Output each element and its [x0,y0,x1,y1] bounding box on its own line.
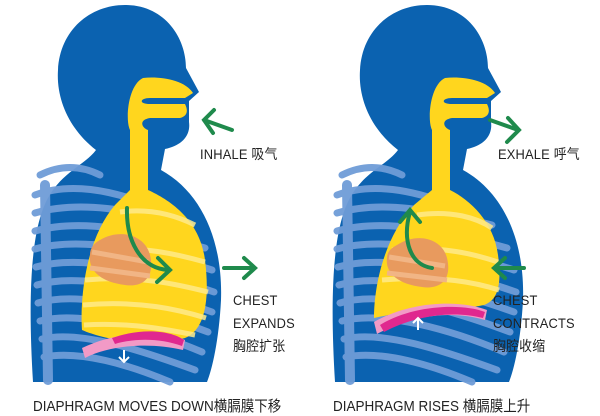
chest-contracts-label: CHEST CONTRACTS 胸腔收缩 [493,289,575,358]
chest-label-line: 胸腔扩张 [233,338,286,354]
diaphragm [380,306,485,332]
exhale-figure [333,5,524,382]
contract-arrow-icon [491,256,526,280]
airflow-arrow-icon [398,206,434,270]
chest-expands-label: CHEST EXPANDS 胸腔扩张 [233,289,295,358]
chest-label-line: 胸腔收缩 [493,338,546,354]
expand-arrow-icon [222,256,258,280]
exhale-label: EXHALE 呼气 [498,146,580,162]
arrow-down-icon [118,350,130,364]
chest-label-line: EXPANDS [233,315,295,331]
inhale-arrow-icon [201,108,234,135]
inhale-label: INHALE 吸气 [200,146,278,162]
chest-label-line: CONTRACTS [493,315,575,331]
diaphragm [112,331,184,346]
chest-label-line: CHEST [233,292,278,308]
inhale-caption: DIAPHRAGM MOVES DOWN横膈膜下移 [33,398,282,415]
chest-label-line: CHEST [493,292,538,308]
arrow-up-icon [412,316,424,330]
lip-gap [148,100,184,103]
airflow-arrow-icon [124,206,173,284]
exhale-arrow-icon [488,116,522,144]
lip-gap [450,100,486,103]
inhale-figure [31,5,258,382]
exhale-caption: DIAPHRAGM RISES 横膈膜上升 [333,398,531,415]
